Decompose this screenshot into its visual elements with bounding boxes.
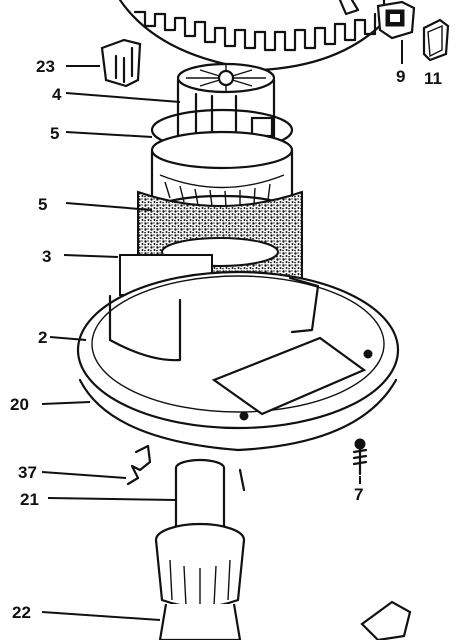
- callout-21: 21: [20, 490, 39, 509]
- leader-lines: [41, 40, 403, 621]
- callout-37: 37: [18, 463, 37, 482]
- bottom-right-fragment: [360, 600, 412, 640]
- seal-ring-part: [78, 378, 398, 452]
- callout-labels: 23 4 5 5 3 2 20 37 21 22 9 11 7: [10, 57, 442, 622]
- screw-part: [352, 438, 368, 476]
- base-plate-part: [76, 270, 400, 430]
- callout-4: 4: [52, 85, 62, 104]
- callout-23: 23: [36, 57, 55, 76]
- callout-2: 2: [38, 328, 47, 347]
- top-housing: [118, 0, 386, 72]
- nozzle-part: [154, 522, 246, 640]
- callout-9: 9: [396, 67, 405, 86]
- small-clip-part: [126, 444, 152, 486]
- rocker-cap-part: [422, 18, 450, 62]
- callout-3: 3: [42, 247, 51, 266]
- clip-part: [100, 38, 142, 88]
- callout-5-upper: 5: [50, 124, 59, 143]
- callout-20: 20: [10, 395, 29, 414]
- callout-22: 22: [12, 603, 31, 622]
- switch-part: [376, 0, 416, 40]
- callout-11: 11: [424, 69, 442, 88]
- callout-5-lower: 5: [38, 195, 47, 214]
- callout-7: 7: [354, 485, 363, 504]
